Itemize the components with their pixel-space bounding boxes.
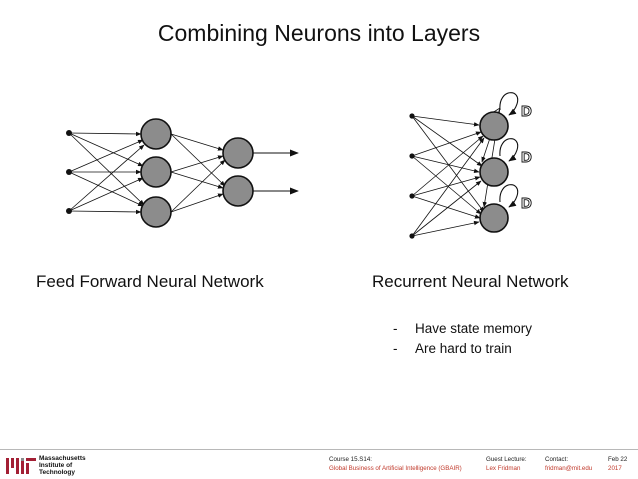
contact-email[interactable]: fridman@mit.edu <box>545 465 593 472</box>
network-diagrams: D D D <box>66 92 533 239</box>
footer-date: Feb 22 2017 <box>608 455 627 473</box>
ff-input-to-hidden-edges <box>68 131 145 215</box>
rnn-neuron <box>479 111 509 141</box>
slide-title: Combining Neurons into Layers <box>157 20 481 46</box>
ff-input-node <box>66 130 72 136</box>
rnn-input-node <box>409 193 415 199</box>
delay-label: D <box>521 195 532 212</box>
feedforward-caption: Feed Forward Neural Network <box>36 272 264 291</box>
ff-output-neurons <box>222 137 254 207</box>
ff-output-neuron <box>222 175 254 207</box>
ff-input-nodes <box>66 130 72 214</box>
rnn-input-nodes <box>409 113 415 239</box>
ff-input-node <box>66 208 72 214</box>
recurrent-network: D D D <box>409 92 533 239</box>
course-name: Global Business of Artificial Intelligen… <box>329 465 462 472</box>
bullet-dash: - <box>393 321 398 336</box>
bullet-item: - Are hard to train <box>393 339 532 359</box>
feedforward-network <box>66 118 299 228</box>
footer-course: Course 15.S14: Global Business of Artifi… <box>329 455 462 473</box>
rnn-input-node <box>409 233 415 239</box>
guest-name: Lex Fridman <box>486 465 521 472</box>
ff-hidden-neuron <box>140 156 172 188</box>
bullet-text: Are hard to train <box>415 341 512 356</box>
institution-line: Technology <box>39 469 75 476</box>
ff-output-neuron <box>222 137 254 169</box>
delay-label: D <box>521 103 532 120</box>
rnn-neuron <box>479 157 509 187</box>
bullet-item: - Have state memory <box>393 319 532 339</box>
bullet-text: Have state memory <box>415 321 533 336</box>
footer-guest: Guest Lecture: Lex Fridman <box>486 455 527 473</box>
footer-divider <box>0 449 638 450</box>
contact-label: Contact: <box>545 456 569 463</box>
ff-output-arrows <box>253 149 299 195</box>
rnn-self-loops <box>499 92 519 208</box>
ff-hidden-neuron <box>140 118 172 150</box>
ff-hidden-neurons <box>140 118 172 228</box>
rnn-input-node <box>409 113 415 119</box>
rnn-neurons <box>479 111 509 233</box>
rnn-bullet-list: - Have state memory - Are hard to train <box>393 319 532 359</box>
rnn-input-node <box>409 153 415 159</box>
ff-input-node <box>66 169 72 175</box>
mit-logo-icon <box>6 458 36 474</box>
recurrent-caption: Recurrent Neural Network <box>372 272 569 291</box>
delay-label: D <box>521 149 532 166</box>
footer-contact: Contact: fridman@mit.edu <box>545 455 592 473</box>
date-line: 2017 <box>608 465 622 472</box>
institution-line: Institute of <box>39 462 73 469</box>
date-line: Feb 22 <box>608 456 628 463</box>
ff-hidden-neuron <box>140 196 172 228</box>
rnn-neuron <box>479 203 509 233</box>
bullet-dash: - <box>393 341 398 356</box>
institution-line: Massachusetts <box>39 455 86 462</box>
guest-label: Guest Lecture: <box>486 456 527 463</box>
rnn-delay-labels: D D D <box>521 103 533 213</box>
course-label: Course 15.S14: <box>329 456 372 463</box>
ff-hidden-to-output-edges <box>170 133 226 213</box>
institution-name: Massachusetts Institute of Technology <box>39 455 86 476</box>
